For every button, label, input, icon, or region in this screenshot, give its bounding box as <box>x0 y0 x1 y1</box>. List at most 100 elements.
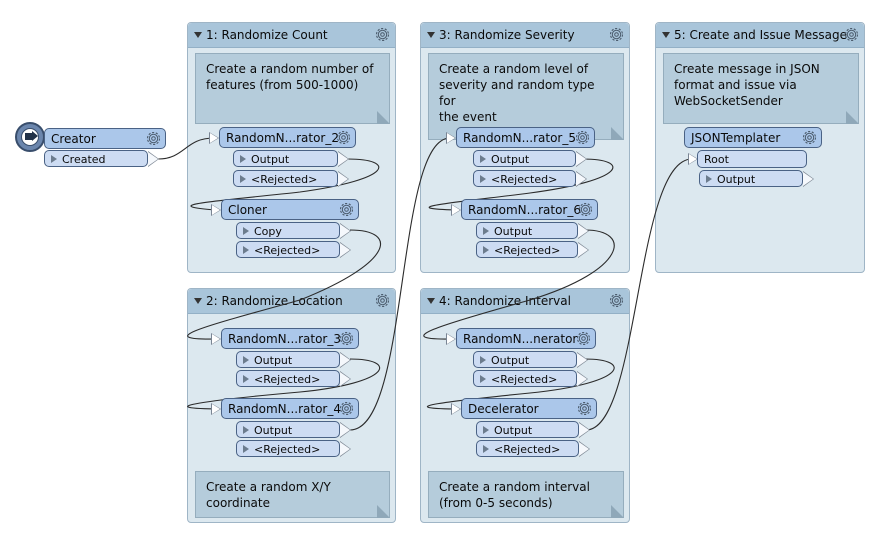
gear-icon[interactable] <box>338 400 355 417</box>
rng5-port-rejected[interactable]: <Rejected> <box>473 170 587 187</box>
expand-triangle-icon[interactable] <box>243 356 249 364</box>
expand-triangle-icon[interactable] <box>483 227 489 235</box>
output-arrow-icon[interactable] <box>578 224 588 238</box>
rng4-port-output[interactable]: Output <box>236 421 351 438</box>
input-arrow-icon[interactable] <box>212 205 220 215</box>
rng6-port-rejected[interactable]: <Rejected> <box>476 241 589 258</box>
rng4-node[interactable]: RandomN...rator_4 <box>221 398 359 419</box>
expand-triangle-icon[interactable] <box>243 246 249 254</box>
collapse-triangle-icon[interactable] <box>427 298 435 304</box>
gear-icon[interactable] <box>145 130 162 147</box>
rng2-node[interactable]: RandomN...rator_2 <box>219 127 356 148</box>
output-arrow-icon[interactable] <box>340 423 350 437</box>
output-arrow-icon[interactable] <box>340 243 350 257</box>
input-arrow-icon[interactable] <box>452 205 460 215</box>
expand-triangle-icon[interactable] <box>483 426 489 434</box>
bookmark-2-note[interactable]: Create a random X/Y coordinate <box>195 471 390 518</box>
bookmark-5-note[interactable]: Create message in JSON format and issue … <box>663 53 859 124</box>
expand-triangle-icon[interactable] <box>706 175 712 183</box>
output-arrow-icon[interactable] <box>148 152 158 166</box>
output-arrow-icon[interactable] <box>577 353 587 367</box>
output-arrow-icon[interactable] <box>579 423 589 437</box>
rngx-port-rejected[interactable]: <Rejected> <box>473 370 588 387</box>
rng2-port-output[interactable]: Output <box>233 150 349 167</box>
gear-icon[interactable] <box>338 330 355 347</box>
expand-triangle-icon[interactable] <box>480 175 486 183</box>
gear-icon[interactable] <box>575 330 592 347</box>
jsontemplater-port-output[interactable]: Output <box>699 170 814 187</box>
expand-triangle-icon[interactable] <box>483 445 489 453</box>
creator-node[interactable]: Creator <box>44 128 166 149</box>
decelerator-port-rejected[interactable]: <Rejected> <box>476 440 590 457</box>
cloner-port-copy[interactable]: Copy <box>236 222 351 239</box>
jsontemplater-port-root[interactable]: Root <box>697 150 807 168</box>
input-arrow-icon[interactable] <box>689 154 697 164</box>
gear-icon[interactable] <box>335 129 352 146</box>
bookmark-3-header[interactable]: 3: Randomize Severity <box>421 23 629 48</box>
output-arrow-icon[interactable] <box>576 172 586 186</box>
decelerator-port-output[interactable]: Output <box>476 421 590 438</box>
gear-icon[interactable] <box>801 129 818 146</box>
input-arrow-icon[interactable] <box>212 404 220 414</box>
decelerator-node[interactable]: Decelerator <box>461 398 597 419</box>
input-arrow-icon[interactable] <box>447 133 455 143</box>
bookmark-2[interactable]: 2: Randomize Location Create a random X/… <box>187 288 396 523</box>
cloner-port-rejected[interactable]: <Rejected> <box>236 241 351 258</box>
input-arrow-icon[interactable] <box>452 404 460 414</box>
rng6-port-output[interactable]: Output <box>476 222 589 239</box>
output-arrow-icon[interactable] <box>579 442 589 456</box>
collapse-triangle-icon[interactable] <box>427 32 435 38</box>
output-arrow-icon[interactable] <box>578 243 588 257</box>
bookmark-4-note[interactable]: Create a random interval (from 0-5 secon… <box>428 471 624 518</box>
collapse-triangle-icon[interactable] <box>194 298 202 304</box>
bookmark-1-note[interactable]: Create a random number of features (from… <box>195 53 390 124</box>
bookmark-5-header[interactable]: 5: Create and Issue Message <box>656 23 864 48</box>
rngx-port-output[interactable]: Output <box>473 351 588 368</box>
output-arrow-icon[interactable] <box>340 372 350 386</box>
gear-icon[interactable] <box>577 201 594 218</box>
expand-triangle-icon[interactable] <box>240 155 246 163</box>
rng3-port-output[interactable]: Output <box>236 351 351 368</box>
rng6-node[interactable]: RandomN...rator_6 <box>461 199 598 220</box>
output-arrow-icon[interactable] <box>338 172 348 186</box>
output-arrow-icon[interactable] <box>340 353 350 367</box>
bookmark-3-note[interactable]: Create a random level of severity and ra… <box>428 53 624 140</box>
rng4-port-rejected[interactable]: <Rejected> <box>236 440 351 457</box>
expand-triangle-icon[interactable] <box>243 426 249 434</box>
rng3-node[interactable]: RandomN...rator_3 <box>221 328 359 349</box>
gear-icon[interactable] <box>574 129 591 146</box>
output-arrow-icon[interactable] <box>340 224 350 238</box>
expand-triangle-icon[interactable] <box>51 155 57 163</box>
input-arrow-icon[interactable] <box>447 334 455 344</box>
output-arrow-icon[interactable] <box>577 372 587 386</box>
output-arrow-icon[interactable] <box>576 152 586 166</box>
gear-icon[interactable] <box>338 201 355 218</box>
output-arrow-icon[interactable] <box>340 442 350 456</box>
bookmark-1-header[interactable]: 1: Randomize Count <box>188 23 395 48</box>
expand-triangle-icon[interactable] <box>483 246 489 254</box>
rng3-port-rejected[interactable]: <Rejected> <box>236 370 351 387</box>
input-arrow-icon[interactable] <box>210 133 218 143</box>
expand-triangle-icon[interactable] <box>240 175 246 183</box>
creator-port-created[interactable]: Created <box>44 150 159 167</box>
expand-triangle-icon[interactable] <box>480 155 486 163</box>
input-arrow-icon[interactable] <box>212 334 220 344</box>
output-arrow-icon[interactable] <box>803 172 813 186</box>
collapse-triangle-icon[interactable] <box>194 32 202 38</box>
expand-triangle-icon[interactable] <box>243 227 249 235</box>
rngx-node[interactable]: RandomN...nerator <box>456 328 596 349</box>
expand-triangle-icon[interactable] <box>243 445 249 453</box>
expand-triangle-icon[interactable] <box>243 375 249 383</box>
output-arrow-icon[interactable] <box>338 152 348 166</box>
rng5-node[interactable]: RandomN...rator_5 <box>456 127 595 148</box>
rng2-port-rejected[interactable]: <Rejected> <box>233 170 349 187</box>
creator-start-icon[interactable] <box>15 122 45 152</box>
jsontemplater-node[interactable]: JSONTemplater <box>684 127 822 148</box>
cloner-node[interactable]: Cloner <box>221 199 359 220</box>
rng5-port-output[interactable]: Output <box>473 150 587 167</box>
expand-triangle-icon[interactable] <box>480 375 486 383</box>
expand-triangle-icon[interactable] <box>480 356 486 364</box>
bookmark-2-header[interactable]: 2: Randomize Location <box>188 289 395 314</box>
gear-icon[interactable] <box>576 400 593 417</box>
collapse-triangle-icon[interactable] <box>662 32 670 38</box>
